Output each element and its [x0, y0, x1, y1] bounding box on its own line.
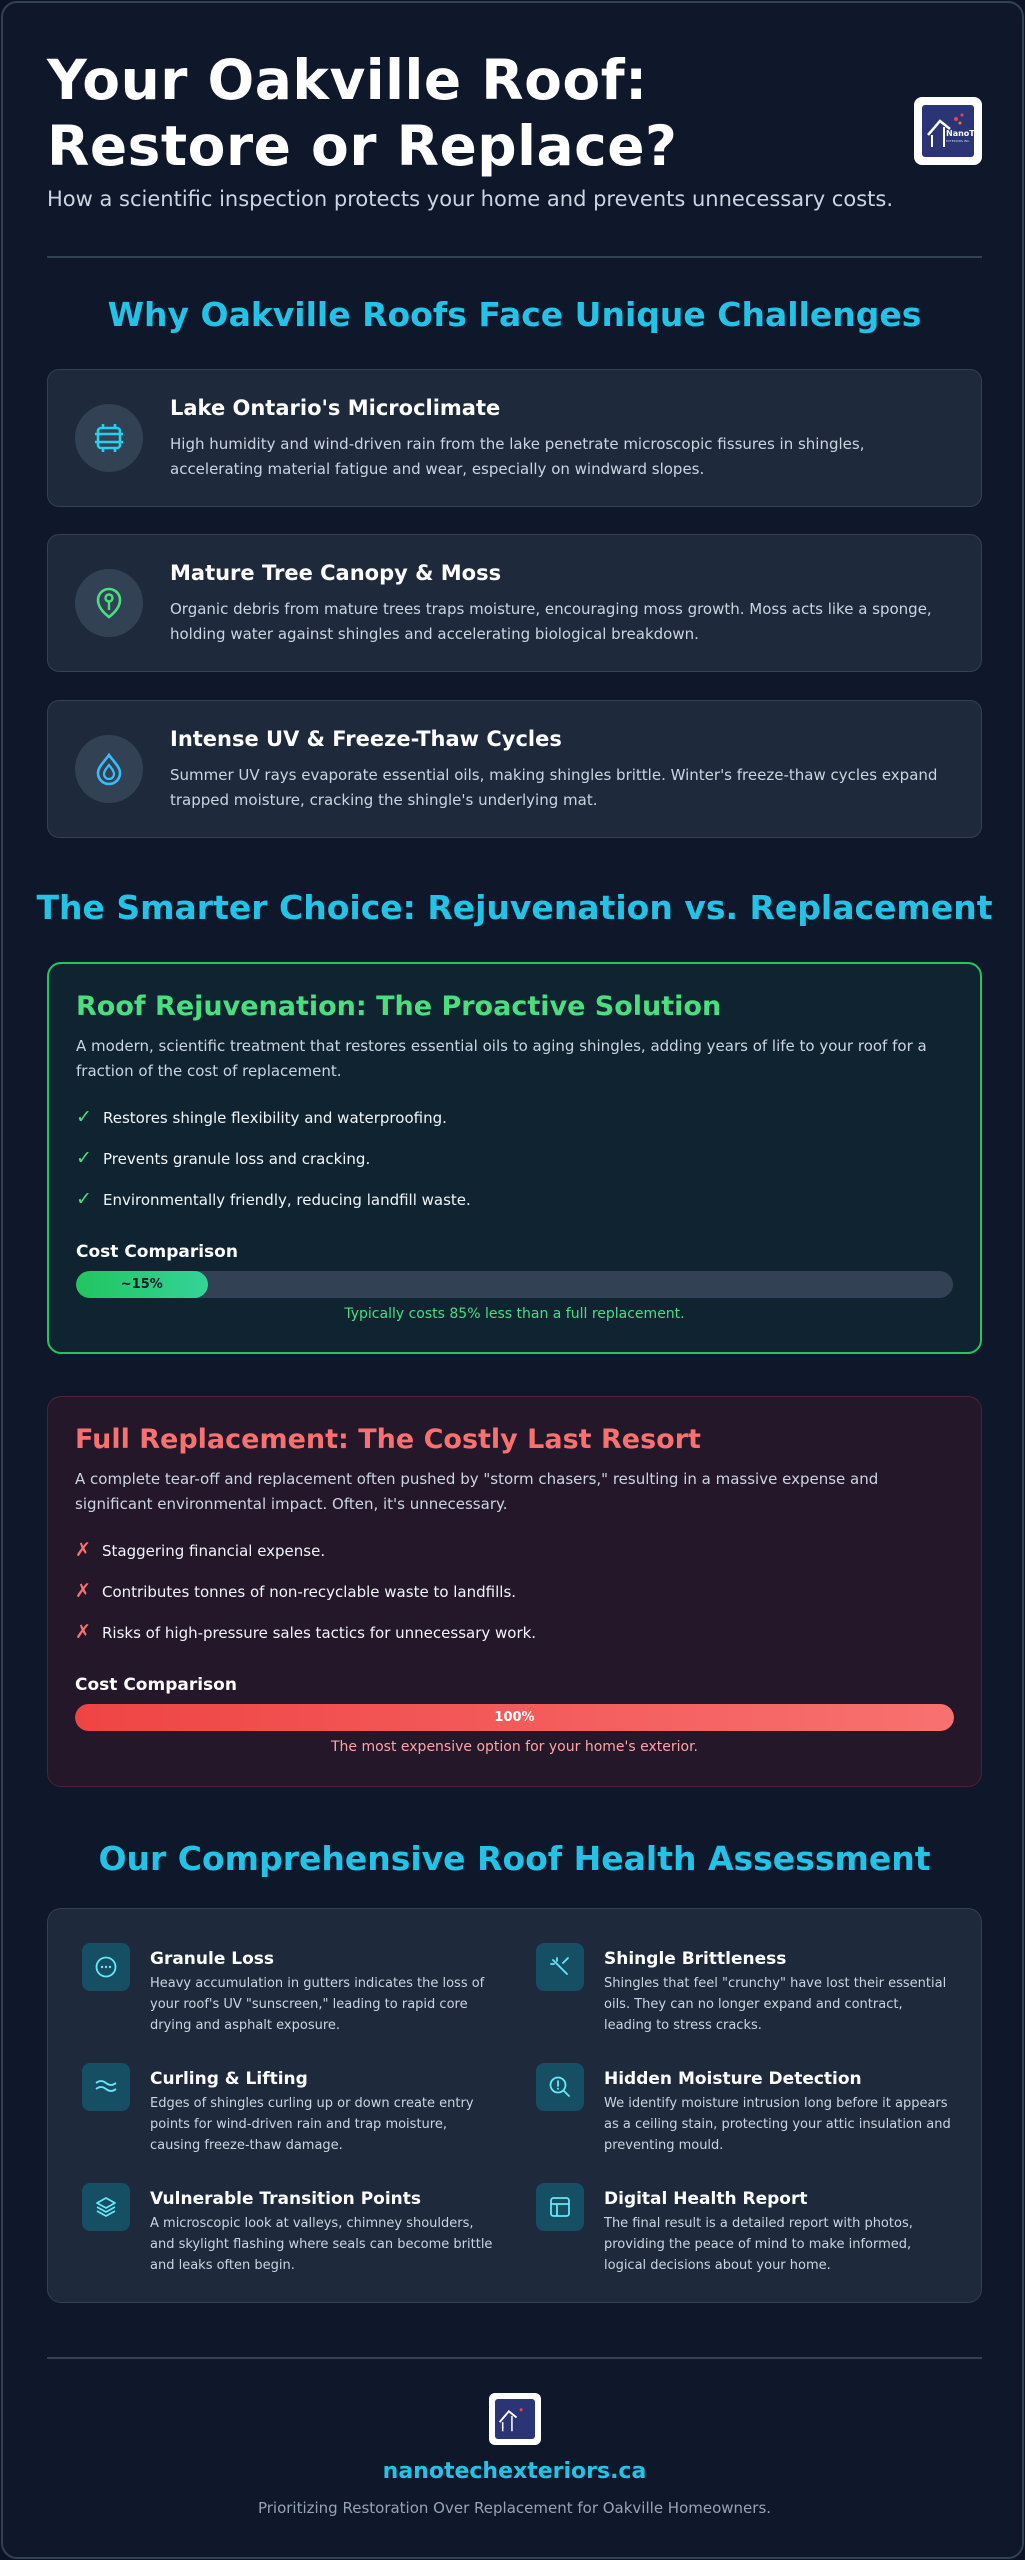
divider: [47, 2357, 982, 2359]
challenge-card: Mature Tree Canopy & Moss Organic debris…: [47, 534, 982, 672]
logo: NanoTech EXTERIORS INC.: [914, 97, 982, 165]
assessment-title: Hidden Moisture Detection: [604, 2069, 862, 2089]
assessment-item: Hidden Moisture Detection We identify mo…: [536, 2063, 956, 2173]
cross-icon: ✗: [75, 1580, 91, 1602]
drawback-text: Staggering financial expense.: [102, 1542, 326, 1560]
cost-bar-track: 100%: [75, 1704, 954, 1731]
assessment-title: Vulnerable Transition Points: [150, 2189, 422, 2209]
cost-comparison-heading: Cost Comparison: [75, 1675, 237, 1695]
flame-droplet-icon: [75, 735, 143, 803]
cost-bar-fill: 100%: [75, 1704, 954, 1731]
logo-mark: NanoTech EXTERIORS INC.: [922, 105, 974, 157]
divider: [47, 256, 982, 258]
challenge-text: Organic debris from mature trees traps m…: [170, 600, 932, 643]
footer-logo: [489, 2393, 541, 2445]
roof-house-icon: [498, 2408, 523, 2432]
challenges-heading: Why Oakville Roofs Face Unique Challenge…: [107, 295, 922, 334]
logo-mark: [495, 2399, 535, 2439]
rejuvenation-card: Roof Rejuvenation: The Proactive Solutio…: [47, 962, 982, 1354]
page-subtitle: How a scientific inspection protects you…: [47, 187, 893, 211]
benefit-item: ✓ Environmentally friendly, reducing land…: [76, 1188, 471, 1210]
layers-icon: [82, 2183, 130, 2231]
benefit-text: Prevents granule loss and cracking.: [103, 1150, 371, 1168]
challenge-text: High humidity and wind-driven rain from …: [170, 435, 865, 478]
rejuvenation-text: A modern, scientific treatment that rest…: [76, 1037, 927, 1080]
challenge-title: Lake Ontario's Microclimate: [170, 396, 501, 420]
cost-note: The most expensive option for your home'…: [330, 1739, 698, 1755]
check-icon: ✓: [76, 1188, 92, 1210]
assessment-text: Shingles that feel "crunchy" have lost t…: [604, 1976, 947, 2033]
broken-wand-icon: [536, 1943, 584, 1991]
benefit-text: Restores shingle flexibility and waterpr…: [103, 1109, 447, 1127]
check-icon: ✓: [76, 1106, 92, 1128]
cost-bar-track: ~15%: [76, 1271, 953, 1298]
replacement-title: Full Replacement: The Costly Last Resort: [75, 1424, 701, 1455]
assessment-grid: Granule Loss Heavy accumulation in gutte…: [47, 1908, 982, 2303]
tree-moss-icon: [75, 569, 143, 637]
choice-heading: The Smarter Choice: Rejuvenation vs. Rep…: [36, 888, 993, 927]
roof-house-icon: [927, 113, 964, 147]
lake-waves-icon: [75, 404, 143, 472]
assessment-item: Vulnerable Transition Points A microscop…: [82, 2183, 502, 2293]
replacement-text: A complete tear-off and replacement ofte…: [75, 1470, 879, 1513]
granule-dots-icon: [82, 1943, 130, 1991]
website-link[interactable]: nanotechexteriors.ca: [382, 2459, 647, 2484]
rejuvenation-title: Roof Rejuvenation: The Proactive Solutio…: [76, 991, 722, 1022]
challenge-card: Intense UV & Freeze-Thaw Cycles Summer U…: [47, 700, 982, 838]
challenge-card: Lake Ontario's Microclimate High humidit…: [47, 369, 982, 507]
drawback-text: Risks of high-pressure sales tactics for…: [102, 1624, 537, 1642]
check-icon: ✓: [76, 1147, 92, 1169]
assessment-text: Heavy accumulation in gutters indicates …: [150, 1976, 485, 2033]
drawback-text: Contributes tonnes of non-recyclable was…: [102, 1583, 517, 1601]
waves-icon: [82, 2063, 130, 2111]
drawback-item: ✗ Staggering financial expense.: [75, 1539, 325, 1561]
assessment-title: Digital Health Report: [604, 2189, 808, 2209]
assessment-title: Granule Loss: [150, 1949, 275, 1969]
drawback-item: ✗ Risks of high-pressure sales tactics fo…: [75, 1621, 536, 1643]
assessment-item: Granule Loss Heavy accumulation in gutte…: [82, 1943, 502, 2053]
cost-note: Typically costs 85% less than a full rep…: [344, 1306, 685, 1322]
footer-tagline: Prioritizing Restoration Over Replacemen…: [257, 2499, 772, 2517]
cross-icon: ✗: [75, 1539, 91, 1561]
logo-subtext: EXTERIORS INC.: [946, 139, 971, 143]
assessment-item: Curling & Lifting Edges of shingles curl…: [82, 2063, 502, 2173]
search-alert-icon: [536, 2063, 584, 2111]
page-title: Your Oakville Roof: Restore or Replace?: [47, 48, 678, 178]
challenge-text: Summer UV rays evaporate essential oils,…: [170, 766, 938, 809]
challenge-title: Intense UV & Freeze-Thaw Cycles: [170, 727, 562, 751]
assessment-heading: Our Comprehensive Roof Health Assessment: [98, 1839, 931, 1878]
assessment-text: The final result is a detailed report wi…: [604, 2216, 913, 2273]
header: Your Oakville Roof: Restore or Replace? …: [47, 47, 982, 217]
drawback-item: ✗ Contributes tonnes of non-recyclable wa…: [75, 1580, 516, 1602]
benefit-item: ✓ Prevents granule loss and cracking.: [76, 1147, 370, 1169]
challenge-title: Mature Tree Canopy & Moss: [170, 561, 502, 585]
assessment-text: Edges of shingles curling up or down cre…: [150, 2096, 474, 2153]
benefit-text: Environmentally friendly, reducing landf…: [103, 1191, 471, 1209]
assessment-text: We identify moisture intrusion long befo…: [604, 2096, 951, 2153]
replacement-card: Full Replacement: The Costly Last Resort…: [47, 1396, 982, 1787]
cross-icon: ✗: [75, 1621, 91, 1643]
report-layout-icon: [536, 2183, 584, 2231]
assessment-item: Shingle Brittleness Shingles that feel "…: [536, 1943, 956, 2053]
assessment-text: A microscopic look at valleys, chimney s…: [150, 2216, 493, 2273]
assessment-title: Curling & Lifting: [150, 2069, 308, 2089]
logo-text: NanoTech: [946, 129, 974, 138]
assessment-title: Shingle Brittleness: [604, 1949, 787, 1969]
assessment-item: Digital Health Report The final result i…: [536, 2183, 956, 2293]
cost-bar-fill: ~15%: [76, 1271, 208, 1298]
cost-comparison-heading: Cost Comparison: [76, 1242, 238, 1262]
benefit-item: ✓ Restores shingle flexibility and waterp…: [76, 1106, 447, 1128]
